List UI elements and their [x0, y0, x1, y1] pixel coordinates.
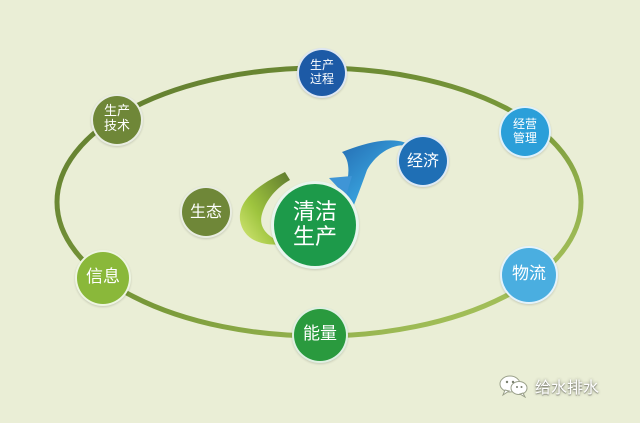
node-business-management-label: 经营 管理 [512, 117, 537, 145]
node-clean-production: 清洁 生产 [271, 181, 359, 269]
node-economy: 经济 [397, 135, 449, 187]
node-information: 信息 [75, 250, 131, 306]
node-ecology-label: 生态 [189, 201, 222, 221]
node-production-technology-label: 生产 技术 [103, 104, 130, 134]
node-business-management: 经营 管理 [499, 106, 551, 158]
node-production-technology: 生产 技术 [91, 94, 143, 146]
node-energy: 能量 [292, 307, 348, 363]
node-energy-label: 能量 [303, 324, 337, 345]
node-economy-label: 经济 [406, 150, 439, 170]
blue-swirl-arrowhead [329, 176, 352, 196]
node-clean-production-label: 清洁 生产 [292, 199, 337, 250]
node-ecology: 生态 [180, 186, 232, 238]
watermark-text: 给水排水 [535, 378, 600, 397]
node-production-process: 生产 过程 [297, 48, 347, 98]
node-production-process-label: 生产 过程 [309, 58, 334, 86]
node-information-label: 信息 [86, 267, 120, 288]
watermark: 给水排水 [499, 374, 599, 398]
green-swirl-arrow [239, 172, 290, 245]
node-logistics: 物流 [500, 246, 558, 304]
wechat-icon [499, 375, 528, 398]
node-logistics-label: 物流 [512, 264, 546, 285]
